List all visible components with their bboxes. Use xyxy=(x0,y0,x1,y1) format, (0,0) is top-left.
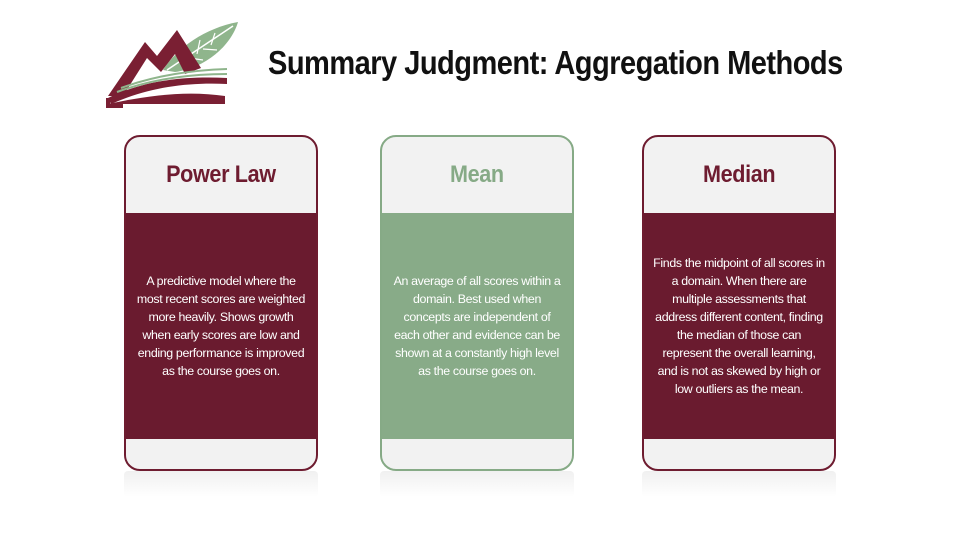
card-shadow xyxy=(124,471,318,497)
card-mean: Mean An average of all scores within a d… xyxy=(380,135,574,471)
card-header: Power Law xyxy=(126,137,316,213)
card-power-law: Power Law A predictive model where the m… xyxy=(124,135,318,471)
card-body: An average of all scores within a domain… xyxy=(382,213,572,439)
card-title: Mean xyxy=(450,161,504,188)
card-shadow xyxy=(642,471,836,497)
card-shadow xyxy=(380,471,574,497)
card-median: Median Finds the midpoint of all scores … xyxy=(642,135,836,471)
card-title: Median xyxy=(702,161,776,188)
card-body: Finds the midpoint of all scores in a do… xyxy=(644,213,834,439)
slide-title: Summary Judgment: Aggregation Methods xyxy=(268,44,843,81)
card-body: A predictive model where the most recent… xyxy=(126,213,316,439)
card-header: Median xyxy=(644,137,834,213)
mountain-icon xyxy=(108,30,201,96)
card-description: A predictive model where the most recent… xyxy=(136,274,306,378)
card-description: An average of all scores within a domain… xyxy=(393,274,561,378)
card-title: Power Law xyxy=(166,161,276,188)
card-header: Mean xyxy=(382,137,572,213)
card-description: Finds the midpoint of all scores in a do… xyxy=(653,256,825,396)
book-mountain-leaf-logo xyxy=(106,22,238,108)
